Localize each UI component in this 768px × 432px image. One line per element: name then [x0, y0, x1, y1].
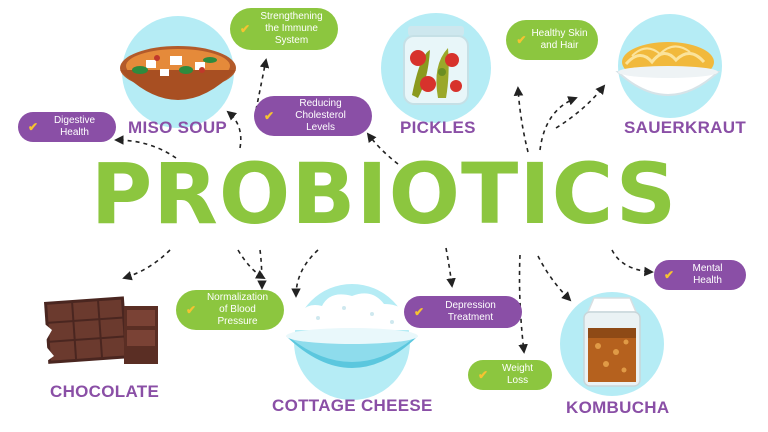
sauerkraut-illustration: [615, 14, 722, 118]
food-label-kombucha: KOMBUCHA: [566, 398, 670, 417]
miso-soup-illustration: [120, 16, 236, 128]
check-icon: ✔: [414, 304, 425, 319]
food-label-sauerkraut: SAUERKRAUT: [624, 118, 746, 137]
page-title: PROBIOTICS: [90, 145, 678, 243]
food-label-chocolate: CHOCOLATE: [50, 382, 160, 401]
benefit-depression-treatment: ✔ Depression Treatment: [404, 296, 522, 328]
check-icon: ✔: [240, 21, 251, 36]
benefit-weight-loss: ✔ Weight Loss: [468, 360, 552, 390]
cottage-cheese-illustration: [286, 284, 418, 400]
check-icon: ✔: [664, 267, 675, 282]
arrows: [114, 58, 654, 354]
pickles-illustration: [381, 13, 491, 123]
check-icon: ✔: [478, 367, 489, 382]
kombucha-illustration: [560, 292, 664, 396]
benefit-mental-health: ✔ Mental Health: [654, 260, 746, 290]
check-icon: ✔: [264, 108, 275, 123]
check-icon: ✔: [28, 119, 39, 134]
food-label-pickles: PICKLES: [400, 118, 476, 137]
food-label-cottage-cheese: COTTAGE CHEESE: [272, 396, 433, 415]
benefit-digestive-health: ✔ Digestive Health: [18, 112, 116, 142]
food-label-miso-soup: MISO SOUP: [128, 118, 228, 137]
chocolate-illustration: [40, 290, 158, 366]
check-icon: ✔: [186, 302, 197, 317]
check-icon: ✔: [516, 32, 527, 47]
